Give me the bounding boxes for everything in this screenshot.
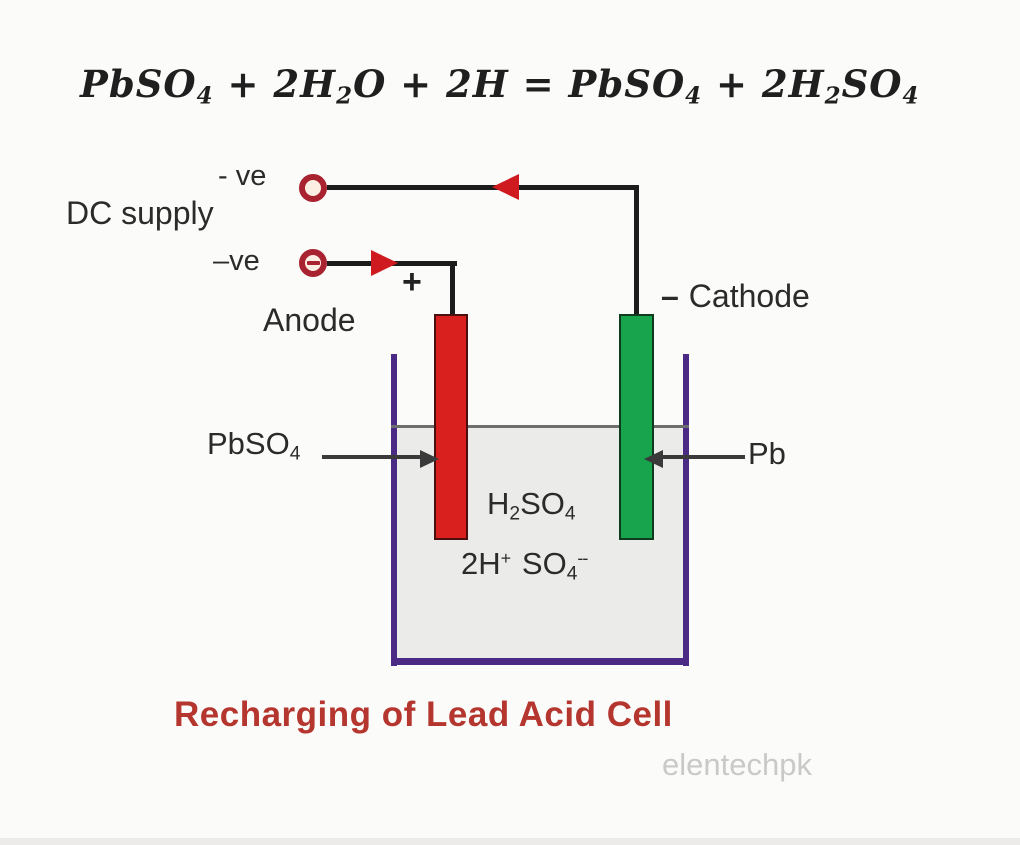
pb-arrowhead-icon [644,450,663,468]
liquid-surface-line [391,425,689,428]
h2so4-subscript: 4 [564,503,576,525]
pbso4-subscript: 4 [289,443,301,465]
minus-bar-icon [306,261,320,265]
beaker-bottom [391,658,689,665]
watermark: elentechpk [662,747,812,782]
current-arrow-right-icon [371,250,398,276]
hydrogen-ion-charge: + [500,548,511,569]
sulfate-ion-subscript: 4 [566,563,578,585]
pb-pointer-line [660,455,745,459]
anode-label: Anode [263,302,356,338]
negative-terminal-label: –ve [213,245,260,277]
equation-part: + 2H [213,62,337,106]
diagram-title: Recharging of Lead Acid Cell [174,695,673,734]
chemical-equation: PbSO4 + 2H2O + 2H = PbSO4 + 2H2SO4 [80,62,919,110]
anode-wire-vertical [450,261,455,317]
h2so4-label: H2SO4 [487,486,576,525]
pb-label: Pb [748,436,786,471]
cathode-polarity-sign: – [661,278,679,314]
ring-terminal-icon [299,174,327,202]
cathode-label: –Cathode [661,278,810,314]
equation-subscript: 2 [336,82,354,110]
sulfate-ion-charge: -- [577,548,588,569]
equation-part: O + 2H = PbSO [353,62,686,106]
pbso4-label: PbSO4 [207,426,301,465]
pbso4-pointer-line [322,455,424,459]
positive-terminal-label: - ve [218,160,267,192]
current-arrow-left-icon [492,174,519,200]
h2so4-text: SO [520,486,565,521]
equation-subscript: 4 [196,82,214,110]
equation-part: + 2H [702,62,825,106]
equation-subscript: 4 [902,82,920,110]
cathode-wire-vertical [634,185,639,317]
pbso4-text: PbSO [207,426,290,461]
cathode-wire-horizontal [327,185,639,190]
equation-subscript: 2 [824,82,842,110]
pbso4-arrowhead-icon [420,450,439,468]
cathode-electrode [619,314,654,540]
hydrogen-ion-text: 2H [461,546,501,581]
h2so4-text: H [487,486,510,521]
anode-polarity-sign: + [402,263,422,301]
beaker-left-wall [391,354,397,666]
ions-label: 2H+ SO4-- [461,546,588,585]
equation-part: SO [841,62,903,106]
beaker-right-wall [683,354,689,666]
equation-part: PbSO [80,62,197,106]
anode-electrode [434,314,468,540]
h2so4-subscript: 2 [509,503,521,525]
cathode-label-text: Cathode [688,278,810,314]
sulfate-ion-text: SO [521,546,567,581]
minus-terminal-icon [299,249,327,277]
image-edge-strip [0,838,1020,845]
dc-supply-label: DC supply [66,195,214,231]
equation-subscript: 4 [685,82,703,110]
